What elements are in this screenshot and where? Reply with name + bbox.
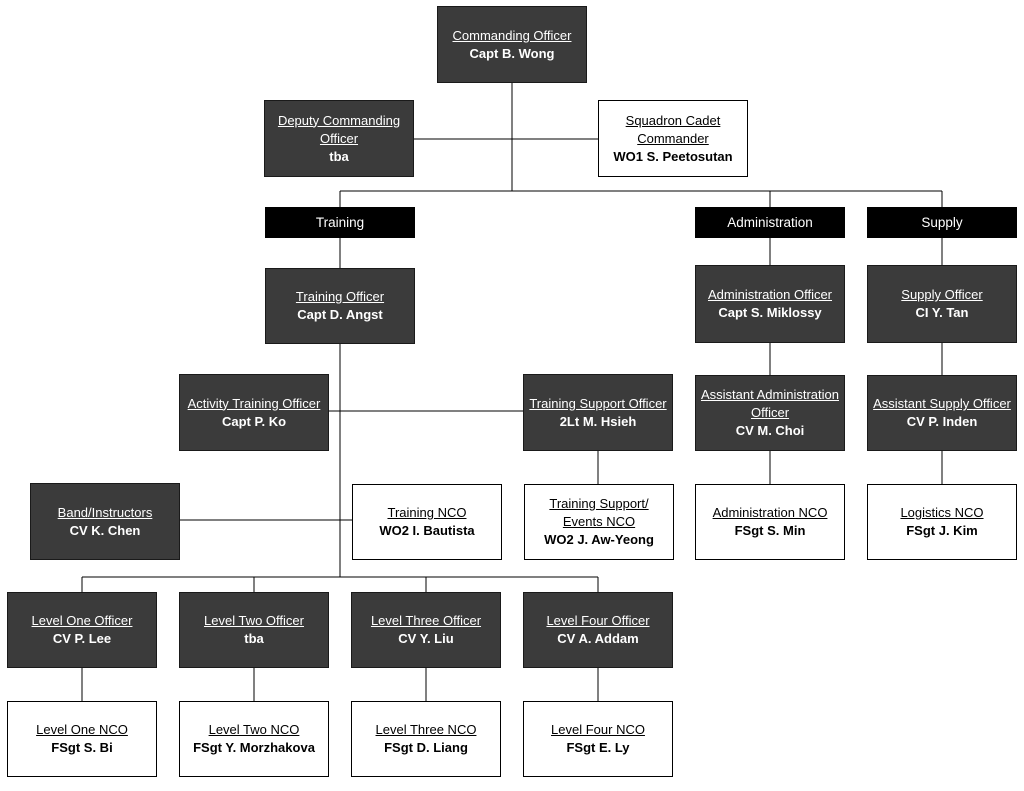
administration-officer-box: Administration Officer Capt S. Miklossy [695,265,845,343]
node-name: WO2 J. Aw-Yeong [544,532,654,547]
node-title: Activity Training Officer [187,395,321,411]
node-title: Training NCO [387,505,467,520]
node-title: Assistant Supply Officer [873,396,1011,411]
level-one-nco-box: Level One NCO FSgt S. Bi [7,701,157,777]
node-name: Capt S. Miklossy [718,305,822,320]
node-name: FSgt E. Ly [566,740,630,755]
node-name: CV P. Inden [906,414,978,429]
training-nco-box: Training NCO WO2 I. Bautista [352,484,502,560]
node-name: FSgt J. Kim [906,523,978,538]
node-name: WO2 I. Bautista [379,523,475,538]
level-three-officer-box: Level Three Officer CV Y. Liu [351,592,501,668]
level-one-officer-box: Level One Officer CV P. Lee [7,592,157,668]
node-title: Level Four Officer [546,613,650,628]
node-name: Capt D. Angst [297,307,383,322]
node-title: Band/Instructors [57,504,153,520]
node-title: Administration Officer [707,287,833,302]
level-three-nco-box: Level Three NCO FSgt D. Liang [351,701,501,777]
administration-nco-box: Administration NCO FSgt S. Min [695,484,845,560]
deputy-commanding-officer-box: Deputy Commanding Officer tba [264,100,414,177]
node-name: tba [244,631,264,646]
header-label: Administration [727,214,813,230]
training-header: Training [265,207,415,238]
node-title: Level Three NCO [375,722,477,737]
assistant-supply-officer-box: Assistant Supply Officer CV P. Inden [867,375,1017,451]
node-title: Administration NCO [712,505,828,520]
node-title: Assistant Administration Officer [700,387,839,420]
training-support-events-nco-box: Training Support/ Events NCO WO2 J. Aw-Y… [524,484,674,560]
node-name: Capt P. Ko [221,413,287,429]
node-name: tba [329,148,349,164]
node-title: Level One NCO [36,722,128,737]
supply-header: Supply [867,207,1017,238]
node-name: FSgt Y. Morzhakova [193,740,315,755]
administration-header: Administration [695,207,845,238]
node-name: CV M. Choi [735,423,805,438]
logistics-nco-box: Logistics NCO FSgt J. Kim [867,484,1017,560]
header-label: Supply [921,214,963,230]
supply-officer-box: Supply Officer CI Y. Tan [867,265,1017,343]
node-title: Level Four NCO [551,722,645,737]
node-name: CV A. Addam [557,631,639,646]
node-name: FSgt D. Liang [384,740,468,755]
node-title: Level Two Officer [204,613,304,628]
node-name: FSgt S. Min [734,523,806,538]
node-title: Level One Officer [31,613,133,628]
node-title: Level Two NCO [208,722,300,737]
node-name: CV K. Chen [69,522,141,538]
squadron-cadet-commander-box: Squadron Cadet Commander WO1 S. Peetosut… [598,100,748,177]
level-four-nco-box: Level Four NCO FSgt E. Ly [523,701,673,777]
node-title: Deputy Commanding Officer [277,112,401,146]
commanding-officer-box: Commanding Officer Capt B. Wong [437,6,587,83]
level-two-nco-box: Level Two NCO FSgt Y. Morzhakova [179,701,329,777]
training-officer-box: Training Officer Capt D. Angst [265,268,415,344]
band-instructors-box: Band/Instructors CV K. Chen [30,483,180,560]
assistant-administration-officer-box: Assistant Administration Officer CV M. C… [695,375,845,451]
node-title: Logistics NCO [900,505,984,520]
level-four-officer-box: Level Four Officer CV A. Addam [523,592,673,668]
activity-training-officer-box: Activity Training Officer Capt P. Ko [179,374,329,451]
node-name: Capt B. Wong [469,45,555,61]
node-name: WO1 S. Peetosutan [613,148,733,164]
training-support-officer-box: Training Support Officer 2Lt M. Hsieh [523,374,673,451]
node-title: Training Support/ Events NCO [549,496,649,529]
node-name: CI Y. Tan [915,305,969,320]
header-label: Training [315,214,365,230]
node-name: FSgt S. Bi [51,740,113,755]
node-title: Supply Officer [901,287,983,302]
node-title: Level Three Officer [370,613,482,628]
node-title: Training Support Officer [529,395,667,411]
node-name: 2Lt M. Hsieh [559,413,637,429]
node-title: Training Officer [295,289,385,304]
level-two-officer-box: Level Two Officer tba [179,592,329,668]
node-title: Squadron Cadet Commander [625,112,721,146]
node-name: CV P. Lee [52,631,112,646]
node-name: CV Y. Liu [398,631,454,646]
node-title: Commanding Officer [452,27,572,43]
